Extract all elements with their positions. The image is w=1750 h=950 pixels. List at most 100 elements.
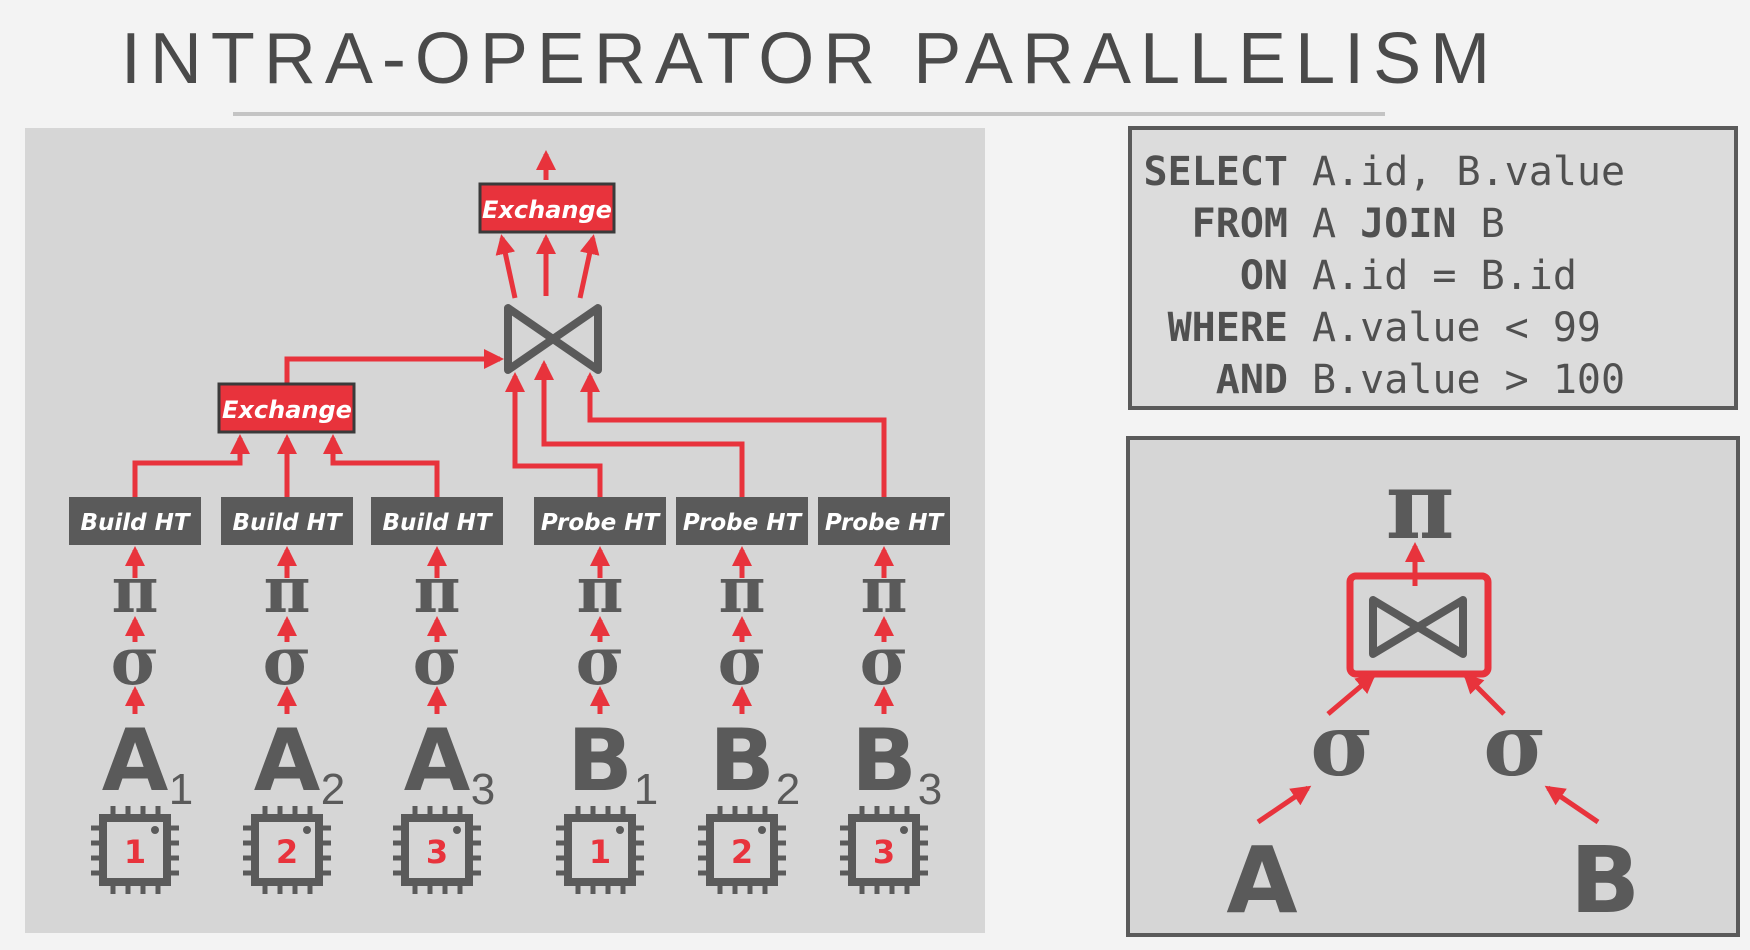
probe-to-join-arrow-1 bbox=[505, 372, 603, 497]
projection-symbol-6: π bbox=[861, 553, 908, 628]
projection-symbol-2: π bbox=[264, 553, 311, 628]
operator-box-2 bbox=[221, 497, 353, 545]
sql-keyword-select: SELECT bbox=[1143, 149, 1289, 195]
selection-symbol-4: σ bbox=[576, 622, 625, 700]
sql-keyword-on: ON bbox=[1239, 253, 1288, 299]
partition-subscript-3: 3 bbox=[471, 765, 495, 814]
logical-relation-a: A bbox=[1226, 827, 1297, 934]
operator-label-1: Build HT bbox=[80, 510, 191, 536]
cpu-dot-4 bbox=[616, 826, 624, 834]
cpu-dot-6 bbox=[900, 826, 908, 834]
cpu-core-icon-6 bbox=[848, 814, 920, 886]
operator-box-5 bbox=[676, 497, 808, 545]
cpu-dot-3 bbox=[453, 826, 461, 834]
build-to-exchange-arrow-1 bbox=[132, 434, 250, 497]
sql-text-and: B.value > 100 bbox=[1312, 357, 1626, 403]
join-icon bbox=[504, 304, 602, 374]
operator-box-6 bbox=[818, 497, 950, 545]
logical-left-selection-arrow bbox=[1326, 673, 1377, 716]
logical-projection-symbol: π bbox=[1386, 451, 1455, 561]
logical-plan-panel bbox=[1126, 436, 1740, 937]
selection-symbol-6: σ bbox=[860, 622, 909, 700]
partition-subscript-5: 2 bbox=[776, 765, 800, 814]
cpu-dot-1 bbox=[151, 826, 159, 834]
cpu-core-icon-1 bbox=[99, 814, 171, 886]
cpu-core-icon-2 bbox=[251, 814, 323, 886]
operator-label-2: Build HT bbox=[232, 510, 343, 536]
exchange-build-box bbox=[217, 382, 356, 434]
selection-symbol-3: σ bbox=[413, 622, 462, 700]
exchange-top-box bbox=[478, 182, 616, 234]
relation-letter-5: B bbox=[709, 711, 775, 811]
sql-text-from-pre: A bbox=[1312, 201, 1361, 247]
sql-text-select: A.id, B.value bbox=[1312, 149, 1626, 195]
partition-subscript-2: 2 bbox=[321, 765, 345, 814]
logical-join-highlight-box bbox=[1346, 572, 1492, 678]
cpu-core-number-2: 2 bbox=[276, 833, 298, 871]
exchange-to-join-arrow bbox=[284, 349, 504, 386]
build-to-exchange-arrow-3 bbox=[323, 434, 440, 497]
relation-letter-1: A bbox=[102, 711, 169, 811]
operator-box-4 bbox=[534, 497, 666, 545]
sql-query-box: SELECT A.id, B.value FROM A JOIN B ON A.id … bbox=[1128, 126, 1738, 410]
partition-subscript-6: 3 bbox=[918, 765, 942, 814]
cpu-core-icon-3 bbox=[401, 814, 473, 886]
sql-row-from: FROM A JOIN B bbox=[1140, 198, 1734, 250]
relation-letter-3: A bbox=[404, 711, 471, 811]
relation-letter-4: B bbox=[567, 711, 633, 811]
selection-symbol-2: σ bbox=[263, 622, 312, 700]
cpu-dot-2 bbox=[303, 826, 311, 834]
cpu-core-icon-4 bbox=[564, 814, 636, 886]
projection-symbol-5: π bbox=[719, 553, 766, 628]
cpu-core-number-5: 2 bbox=[731, 833, 753, 871]
projection-symbol-4: π bbox=[577, 553, 624, 628]
operator-label-3: Build HT bbox=[382, 510, 493, 536]
logical-relation-b-arrow bbox=[1544, 785, 1600, 825]
operator-box-3 bbox=[371, 497, 503, 545]
cpu-core-icon-5 bbox=[706, 814, 778, 886]
probe-to-join-arrow-3 bbox=[580, 372, 887, 497]
sql-keyword-where: WHERE bbox=[1167, 305, 1288, 351]
sql-keyword-from: FROM bbox=[1191, 201, 1288, 247]
page-title: INTRA-OPERATOR PARALLELISM bbox=[120, 19, 1500, 99]
cpu-core-number-3: 3 bbox=[426, 833, 448, 871]
cpu-core-number-4: 1 bbox=[589, 833, 611, 871]
join-to-exchange-arrow-1 bbox=[495, 234, 518, 299]
selection-symbol-5: σ bbox=[718, 622, 767, 700]
cpu-core-number-1: 1 bbox=[124, 833, 146, 871]
relation-letter-6: B bbox=[851, 711, 917, 811]
sql-keyword-and: AND bbox=[1215, 357, 1288, 403]
sql-row-select: SELECT A.id, B.value bbox=[1140, 146, 1734, 198]
partition-subscript-4: 1 bbox=[634, 765, 658, 814]
logical-right-selection-symbol: σ bbox=[1483, 695, 1546, 796]
logical-join-icon bbox=[1369, 596, 1467, 658]
logical-left-selection-symbol: σ bbox=[1310, 695, 1373, 796]
selection-symbol-1: σ bbox=[111, 622, 160, 700]
projection-symbol-1: π bbox=[112, 553, 159, 628]
logical-relation-a-arrow bbox=[1256, 785, 1312, 825]
operator-box-1 bbox=[69, 497, 201, 545]
probe-to-join-arrow-2 bbox=[534, 360, 745, 497]
projection-symbol-3: π bbox=[414, 553, 461, 628]
sql-row-and: AND B.value > 100 bbox=[1140, 354, 1734, 406]
relation-letter-2: A bbox=[254, 711, 321, 811]
cpu-dot-5 bbox=[758, 826, 766, 834]
operator-label-4: Probe HT bbox=[541, 510, 662, 536]
logical-relation-b: B bbox=[1570, 827, 1640, 934]
logical-right-selection-arrow bbox=[1463, 673, 1506, 716]
sql-text-from-post: B bbox=[1456, 201, 1505, 247]
operator-label-5: Probe HT bbox=[683, 510, 804, 536]
sql-text-where: A.value < 99 bbox=[1312, 305, 1601, 351]
operator-label-6: Probe HT bbox=[825, 510, 946, 536]
sql-keyword-join: JOIN bbox=[1360, 201, 1457, 247]
partition-subscript-1: 1 bbox=[169, 765, 193, 814]
join-to-exchange-arrow-3 bbox=[577, 234, 600, 299]
title-divider bbox=[233, 112, 1385, 116]
exchange-top-label: Exchange bbox=[482, 196, 612, 224]
sql-row-on: ON A.id = B.id bbox=[1140, 250, 1734, 302]
exchange-build-label: Exchange bbox=[222, 396, 352, 424]
sql-text-on: A.id = B.id bbox=[1312, 253, 1577, 299]
cpu-core-number-6: 3 bbox=[873, 833, 895, 871]
